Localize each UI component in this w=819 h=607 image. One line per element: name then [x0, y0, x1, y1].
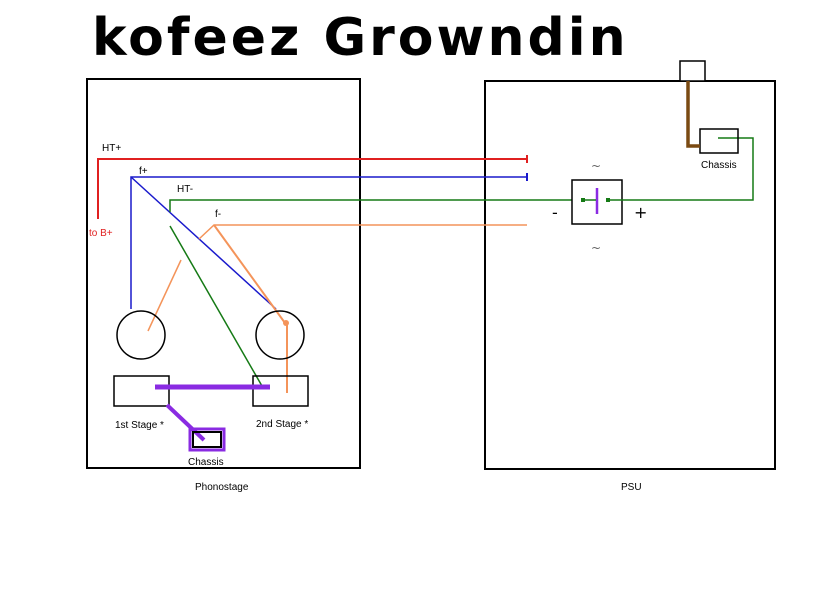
bridge-plus-label: +	[634, 203, 647, 222]
wire-ht-plus	[97, 158, 527, 219]
diagram-title: kofeez Growndin	[92, 8, 629, 68]
psu-chassis-label: Chassis	[701, 160, 737, 171]
phonostage-box	[86, 78, 361, 469]
wire-f-minus-to-v2	[213, 224, 286, 324]
wire-f-minus-v1	[147, 259, 182, 332]
ground-bus-to-chassis	[165, 403, 206, 442]
label-f-minus: f-	[215, 209, 221, 220]
phonostage-chassis-box	[188, 427, 226, 452]
valve-1	[116, 310, 166, 360]
wire-psu-ground	[610, 137, 754, 201]
wire-f-minus-v2-dot	[283, 320, 289, 326]
bridge-ac-bottom-label: ~	[591, 241, 601, 255]
psu-box	[484, 80, 776, 470]
label-f-plus: f+	[139, 166, 148, 177]
second-stage-label: 2nd Stage *	[256, 419, 308, 430]
phonostage-chassis-label: Chassis	[188, 457, 224, 468]
wire-ht-minus	[169, 199, 583, 212]
wire-ht-minus-to-2nd-stage	[169, 225, 263, 387]
wire-f-plus	[130, 176, 527, 309]
label-ht-plus: HT+	[102, 143, 121, 154]
bridge-minus-label: -	[552, 203, 558, 222]
wire-f-plus-diagonal	[130, 176, 277, 310]
bridge-minus-terminal	[581, 198, 585, 202]
psu-chassis-terminal	[679, 60, 706, 82]
psu-chassis-box	[699, 128, 739, 154]
label-to-b-plus: to B+	[89, 228, 113, 239]
first-stage-box	[113, 375, 170, 407]
bridge-plus-terminal	[606, 198, 610, 202]
label-ht-minus: HT-	[177, 184, 193, 195]
second-stage-box	[252, 375, 309, 407]
psu-caption: PSU	[621, 482, 642, 493]
wire-f-minus	[198, 224, 527, 240]
first-stage-label: 1st Stage *	[115, 420, 164, 431]
valve-2	[255, 310, 305, 360]
chassis-strap	[686, 81, 700, 148]
bridge-ac-top-label: ~	[591, 159, 601, 173]
phonostage-chassis-inner	[192, 431, 222, 448]
phonostage-caption: Phonostage	[195, 482, 249, 493]
